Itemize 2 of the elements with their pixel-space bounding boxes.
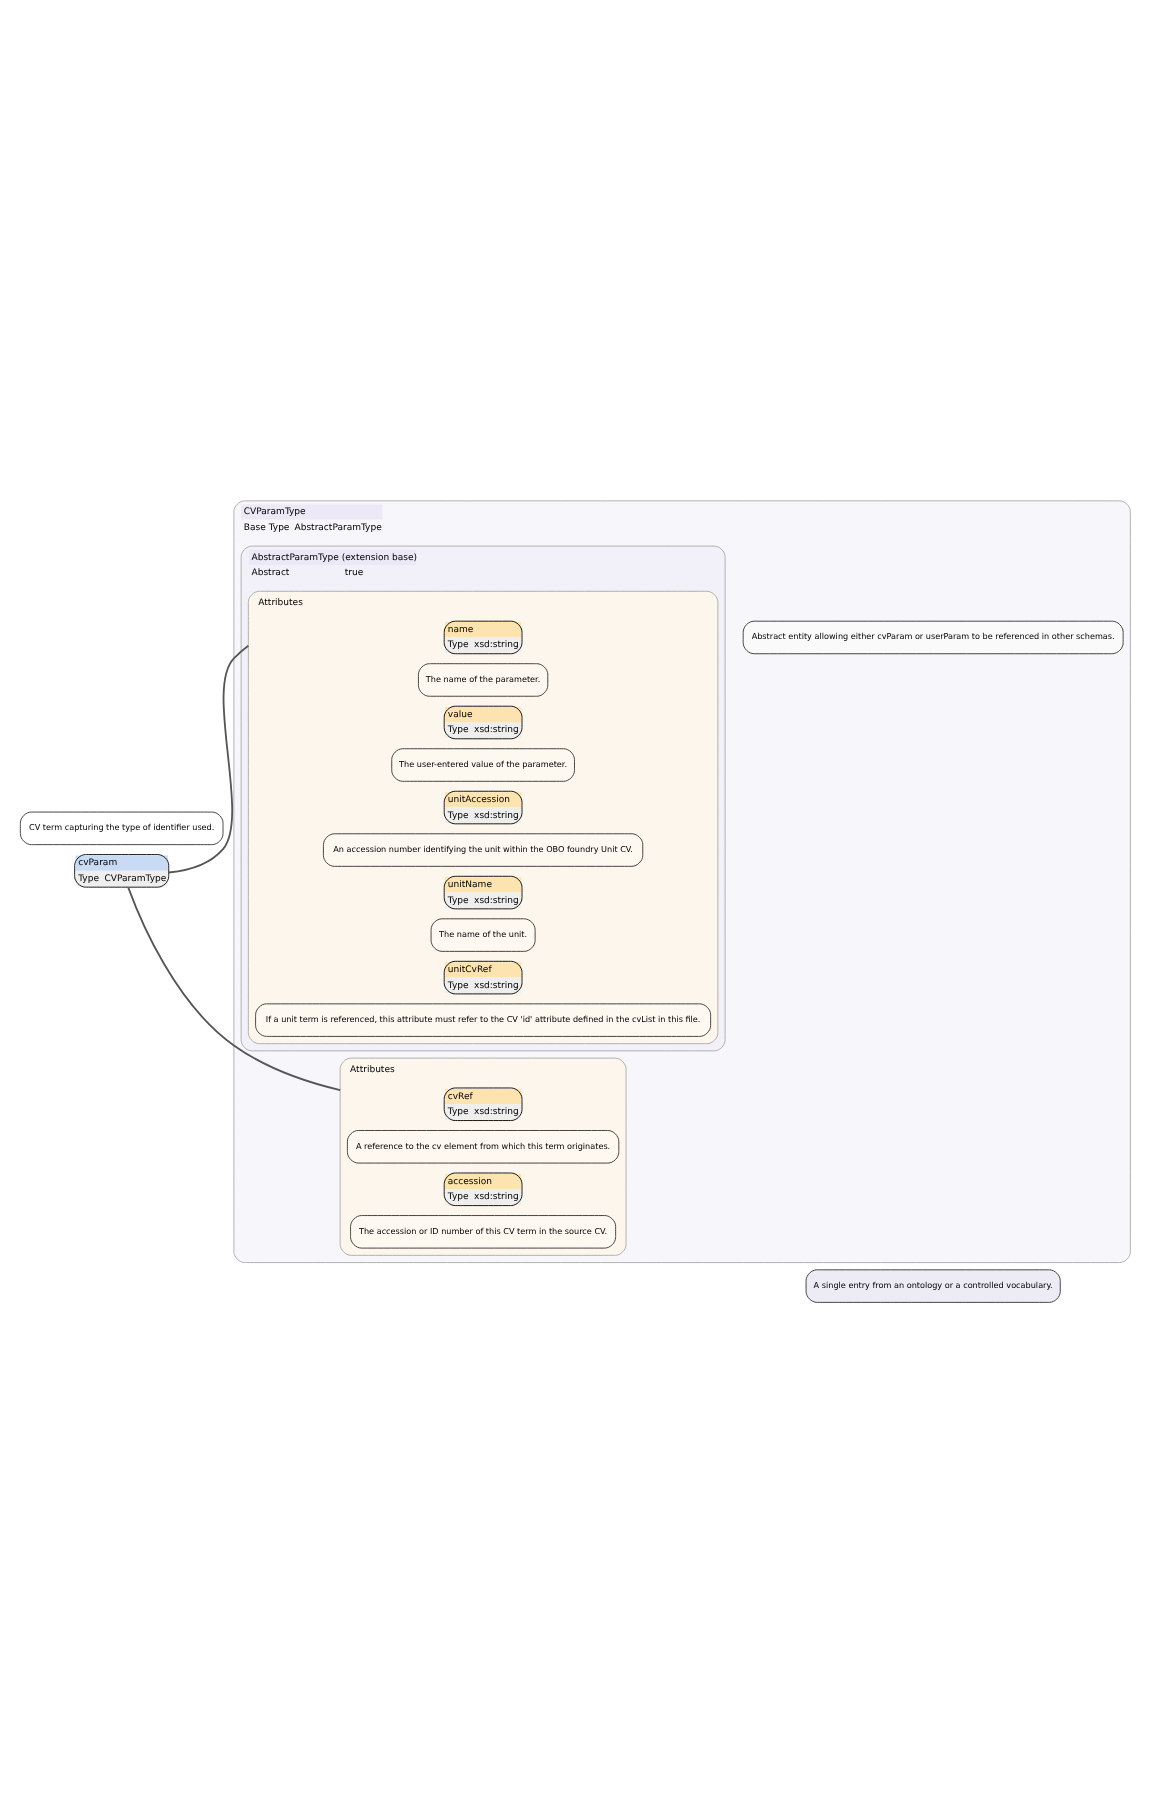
connector [167,644,250,874]
connector [127,886,342,1091]
